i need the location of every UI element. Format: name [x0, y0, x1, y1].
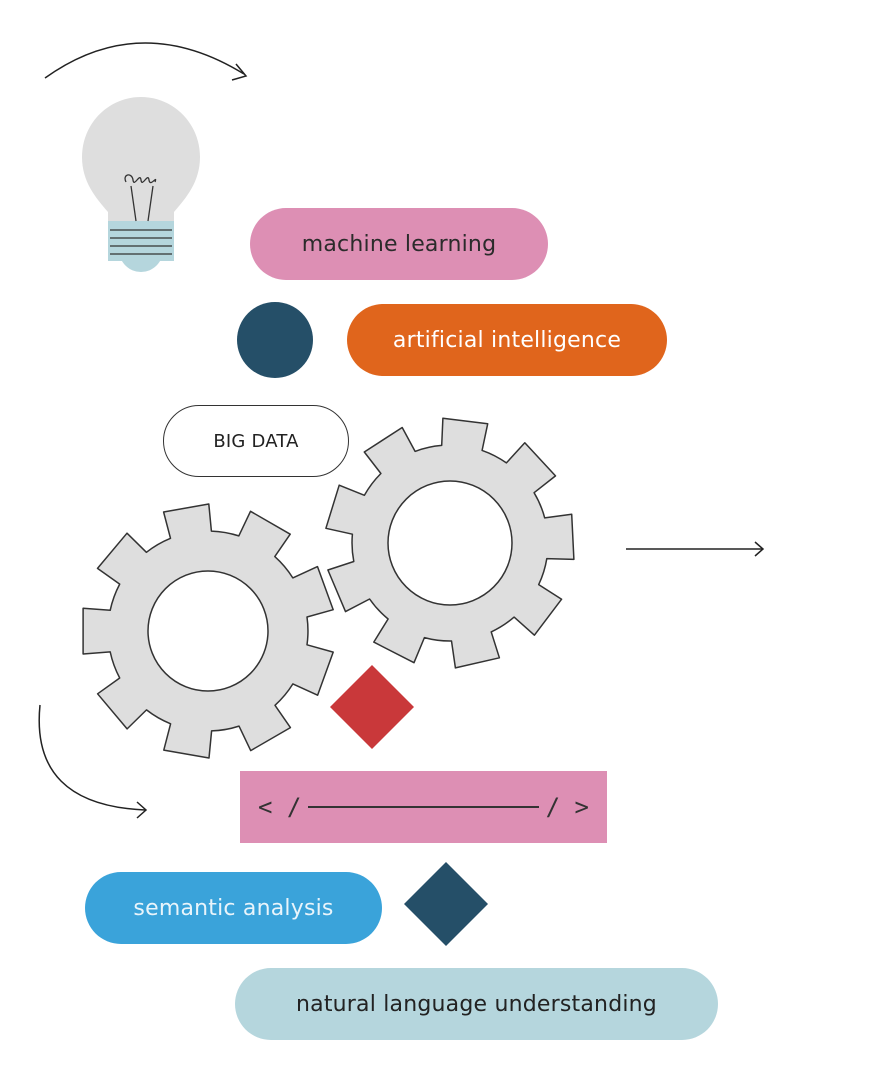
gear-left-icon — [82, 503, 334, 759]
lightbulb-icon — [82, 97, 200, 272]
arrow-right-icon — [626, 541, 765, 557]
code-bar: < / / > — [240, 771, 607, 843]
artificial-intelligence-pill: artificial intelligence — [347, 304, 667, 376]
semantic-analysis-pill: semantic analysis — [85, 872, 382, 944]
code-line-divider — [308, 806, 539, 808]
curved-arrow-top-icon — [44, 42, 248, 81]
code-open-tag: < / — [258, 793, 302, 821]
red-diamond-shape — [330, 665, 414, 749]
code-close-tag: / > — [545, 793, 589, 821]
big-data-pill: BIG DATA — [163, 405, 349, 477]
gear-right-icon — [325, 417, 575, 669]
navy-circle-shape — [237, 302, 313, 378]
navy-diamond-shape — [404, 862, 488, 946]
machine-learning-pill: machine learning — [250, 208, 548, 280]
curved-arrow-bottom-icon — [38, 704, 148, 819]
natural-language-understanding-pill: natural language understanding — [235, 968, 718, 1040]
